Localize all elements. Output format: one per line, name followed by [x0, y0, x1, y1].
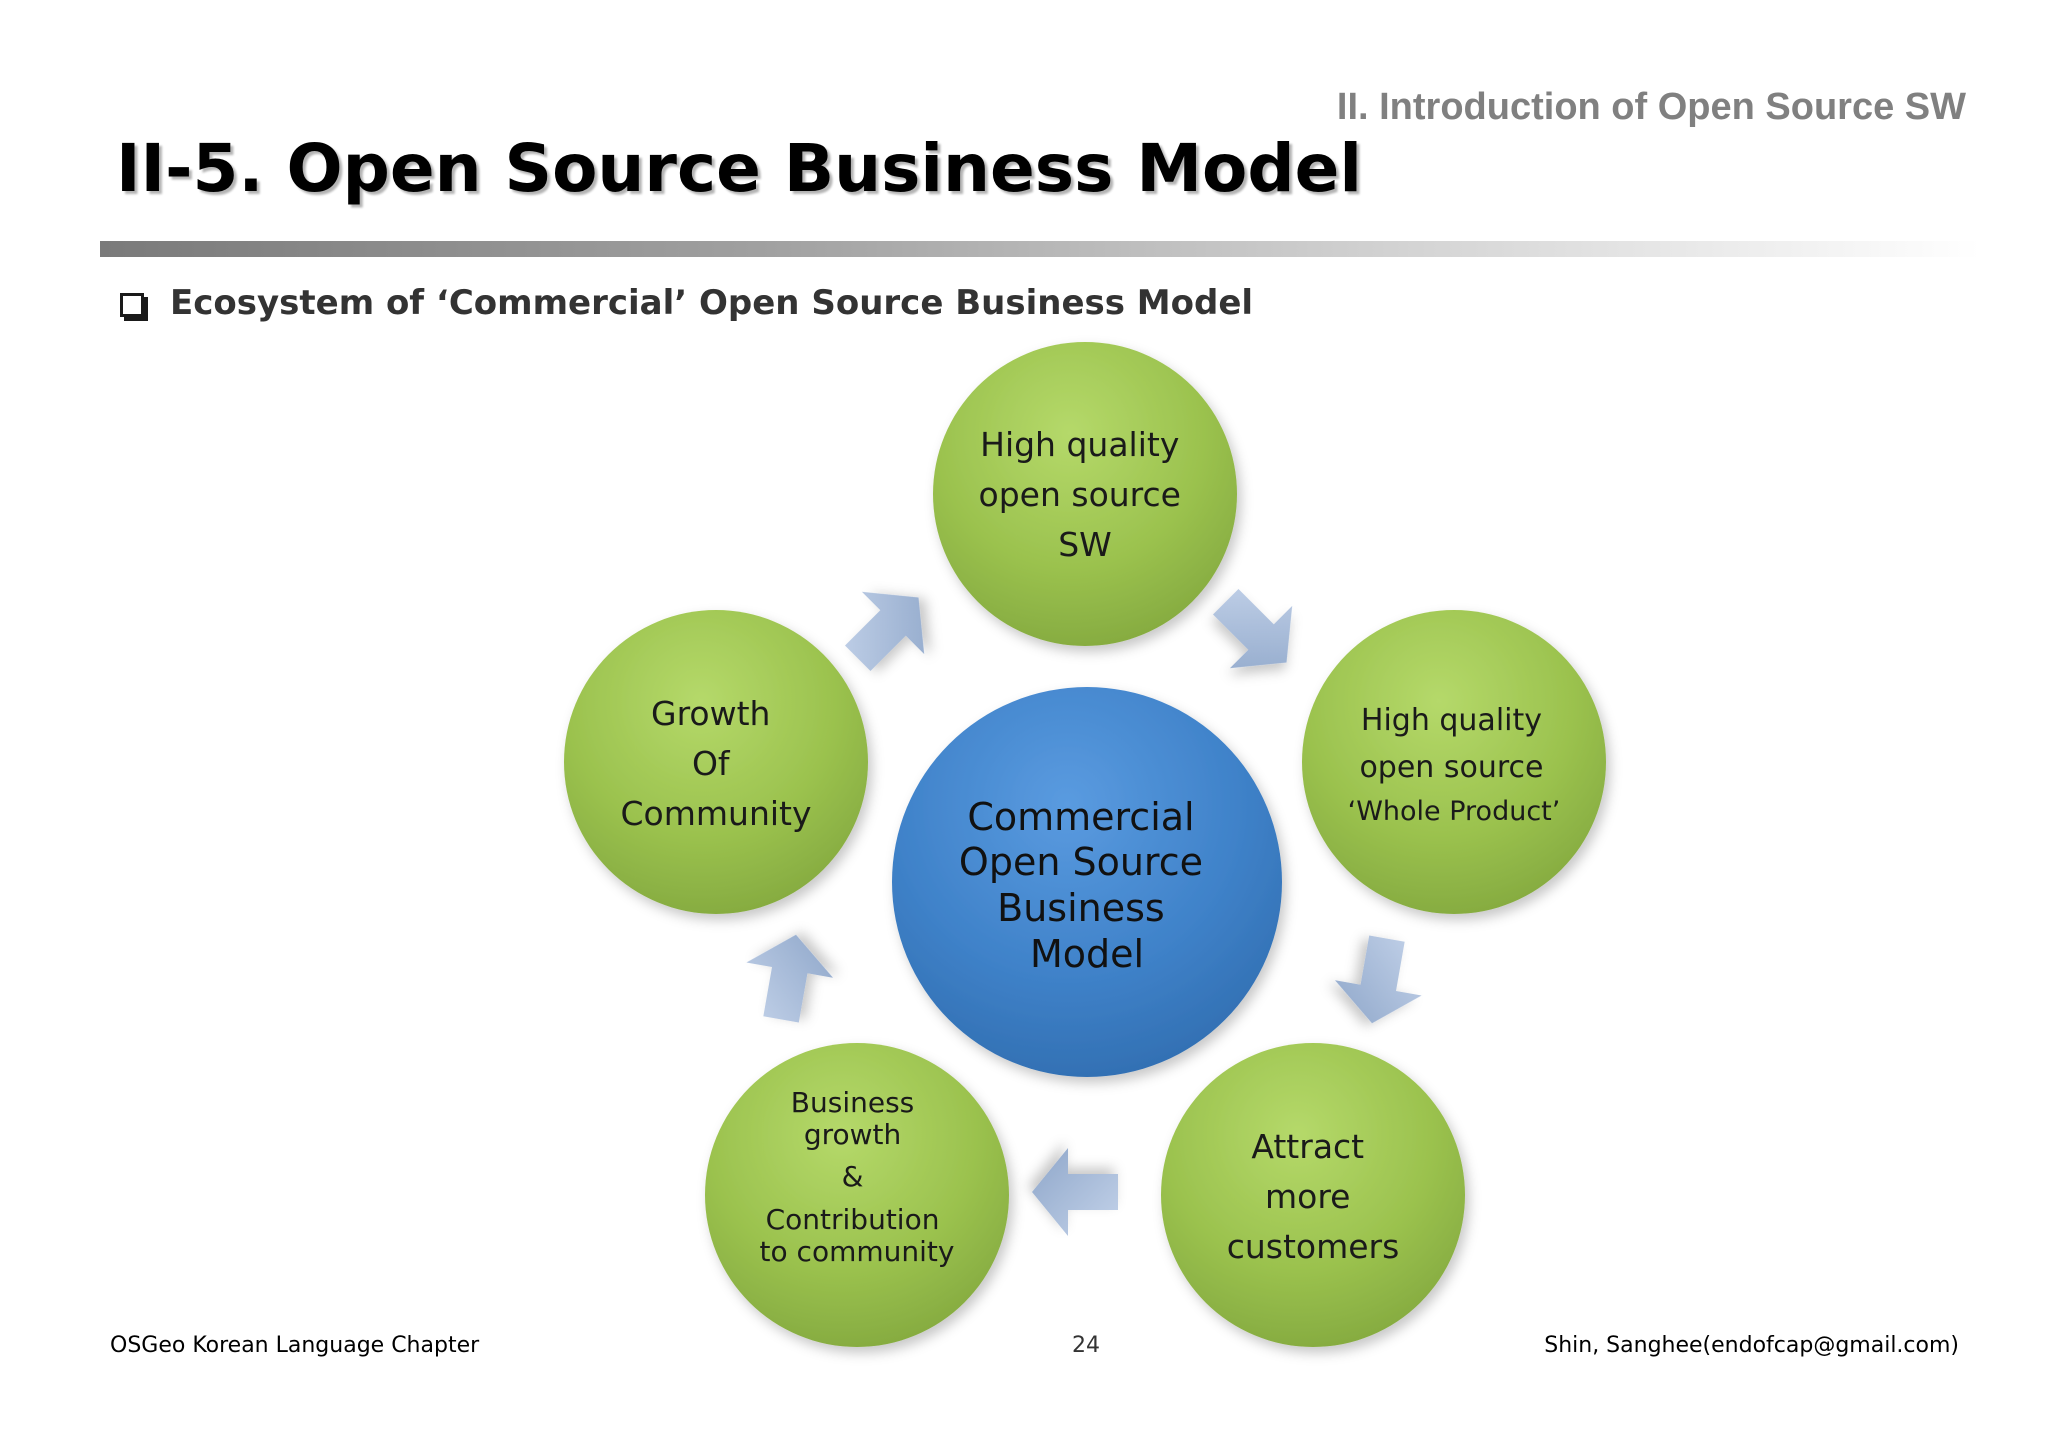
svg-text:High quality open source: High quality open source ‘Whole Product’	[1348, 703, 1561, 827]
arrow-left-to-top	[844, 591, 925, 672]
checkbox-bullet-icon	[120, 293, 144, 317]
svg-text:Commercial Open Source: Commercial Open Source Business Model	[959, 795, 1215, 976]
node-business-growth: Business growth & Contribution to commun…	[705, 1043, 1009, 1347]
page-number: 24	[1072, 1333, 1100, 1358]
arrow-bottom-right-to-bottom-left	[1032, 1148, 1118, 1236]
bullet-text: Ecosystem of ‘Commercial’ Open Source Bu…	[170, 283, 1254, 323]
node-whole-product: High quality open source ‘Whole Product’	[1302, 610, 1606, 914]
node-center-business-model: Commercial Open Source Business Model	[892, 687, 1282, 1077]
svg-text:High quality open source: High quality open source SW	[979, 425, 1192, 564]
footer-author: Shin, Sanghee(endofcap@gmail.com)	[1544, 1333, 1959, 1358]
footer-organization: OSGeo Korean Language Chapter	[110, 1333, 480, 1358]
node-attract-customers: Attract more customers	[1161, 1043, 1465, 1347]
arrow-bottom-left-to-left	[746, 934, 834, 1023]
title-divider	[100, 241, 1980, 257]
arrow-top-to-right	[1212, 588, 1293, 669]
section-label: II. Introduction of Open Source SW	[1336, 86, 1966, 128]
node-growth-of-community: Growth Of Community	[564, 610, 868, 914]
svg-text:Business growth &: Business growth & Contribution to commun…	[760, 1086, 955, 1268]
arrow-right-to-bottom-right	[1334, 935, 1422, 1024]
node-high-quality-sw: High quality open source SW	[933, 342, 1237, 646]
svg-text:Attract more custo: Attract more customers	[1227, 1127, 1400, 1266]
slide-title: II-5. Open Source Business Model	[116, 130, 1362, 207]
svg-text:Growth Of Communit: Growth Of Community	[621, 694, 812, 833]
